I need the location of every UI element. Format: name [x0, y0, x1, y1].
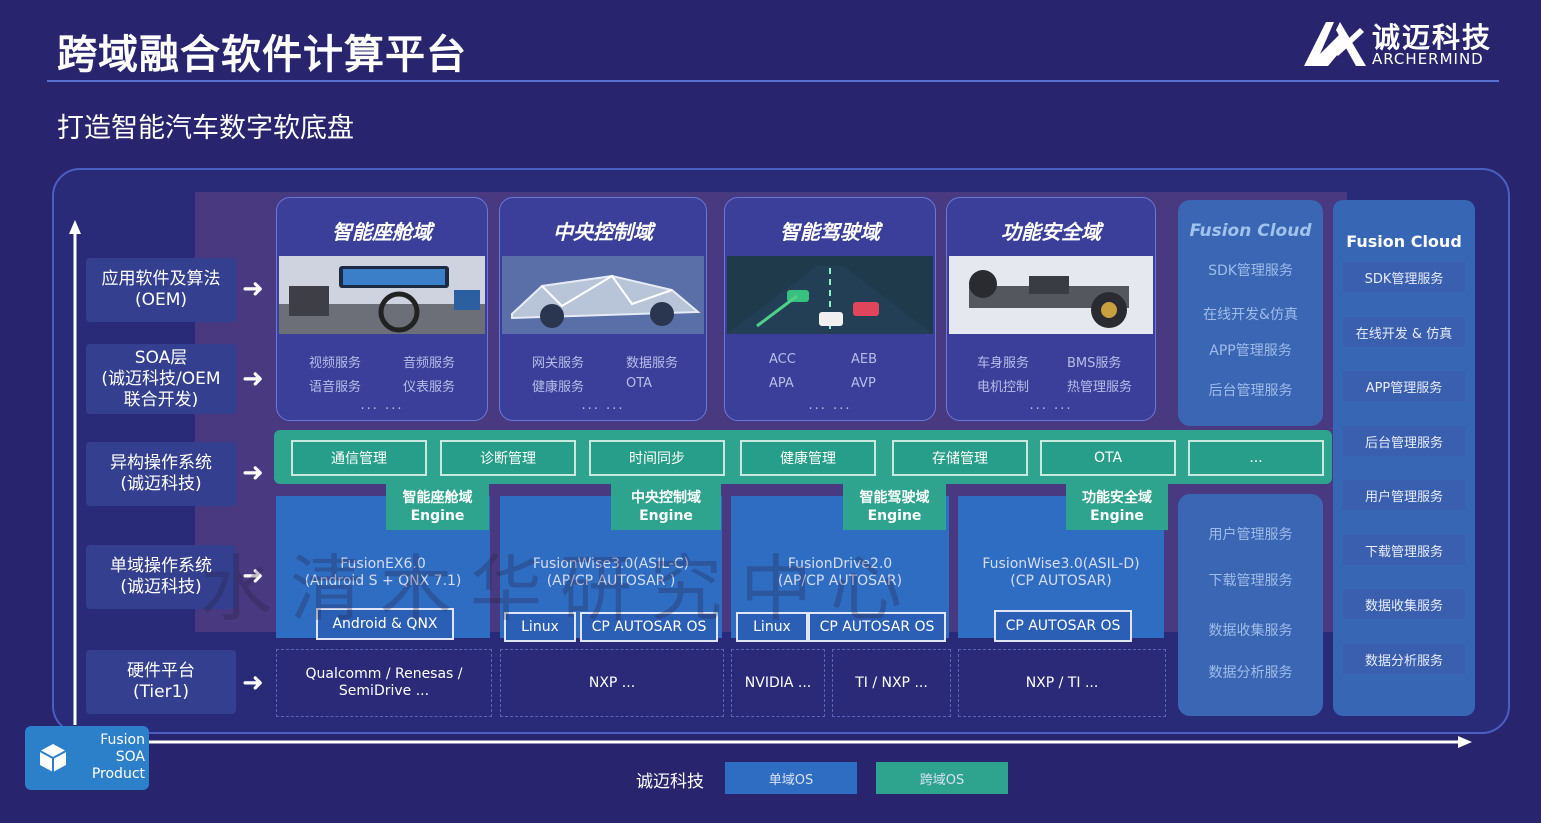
- cloud-service: 用户管理服务: [1343, 480, 1465, 510]
- more-dots: ... ...: [277, 398, 487, 413]
- engine-safety: 功能安全域 Engine: [1066, 484, 1168, 530]
- car-frame-image: [502, 256, 704, 334]
- service-label: 数据服务: [626, 352, 678, 371]
- cloud-title: Fusion Cloud: [1178, 221, 1323, 241]
- domain-title: 功能安全域: [947, 216, 1155, 245]
- more-dots: ... ...: [947, 398, 1155, 413]
- arrow-right-icon: ➜: [242, 458, 264, 488]
- middleware-ota: OTA: [1040, 440, 1176, 476]
- cloud-service: 后台管理服务: [1343, 426, 1465, 456]
- service-label: 音频服务: [403, 352, 455, 371]
- cloud-service: 数据收集服务: [1178, 620, 1323, 640]
- cloud-service: 下载管理服务: [1178, 570, 1323, 590]
- domain-central-control: 中央控制域 网关服务 数据服务 健康服务 OTA ... ...: [499, 197, 707, 421]
- more-dots: ... ...: [500, 398, 706, 413]
- service-label: 电机控制: [977, 376, 1029, 395]
- cube-icon: [37, 742, 69, 774]
- service-label: AVP: [851, 376, 876, 391]
- engine-cockpit: 智能座舱域 Engine: [386, 484, 489, 530]
- chassis-image: [949, 256, 1153, 334]
- service-label: OTA: [626, 376, 652, 391]
- domain-cockpit: 智能座舱域 视频服务 音频服务 语音服务 仪表服务 ... ...: [276, 197, 488, 421]
- domain-functional-safety: 功能安全域 车身服务 BMS服务 电机控制 热管理服务 ... ...: [946, 197, 1156, 421]
- service-label: 热管理服务: [1067, 376, 1132, 395]
- hardware-driving-ti: TI / NXP ...: [832, 649, 951, 717]
- os-chip-cp-autosar: CP AUTOSAR OS: [994, 610, 1132, 642]
- adas-image: [727, 256, 933, 334]
- hardware-cockpit: Qualcomm / Renesas / SemiDrive ...: [276, 649, 492, 717]
- row-label-soa: SOA层 (诚迈科技/OEM 联合开发): [86, 344, 236, 414]
- engine-driving: 智能驾驶域 Engine: [843, 484, 946, 530]
- more-dots: ... ...: [725, 398, 935, 413]
- fusion-cloud-panel: Fusion Cloud SDK管理服务 在线开发 & 仿真 APP管理服务 后…: [1333, 200, 1475, 716]
- cloud-service: 在线开发&仿真: [1178, 304, 1323, 324]
- archermind-logo-icon: [1300, 14, 1370, 72]
- cloud-service: APP管理服务: [1178, 340, 1323, 360]
- domain-autonomous-driving: 智能驾驶域 ACC AEB APA AVP ... ...: [724, 197, 936, 421]
- middleware-comm: 通信管理: [291, 440, 427, 476]
- cloud-service: SDK管理服务: [1343, 262, 1465, 292]
- title-divider: [47, 80, 1499, 82]
- service-label: 车身服务: [977, 352, 1029, 371]
- watermark-text: 水清木华研究中心: [200, 530, 920, 635]
- page-subtitle: 打造智能汽车数字软底盘: [57, 106, 354, 145]
- cloud-service: 数据分析服务: [1178, 662, 1323, 682]
- middleware-health: 健康管理: [740, 440, 876, 476]
- arrow-right-icon: ➜: [242, 274, 264, 304]
- product-label: Fusion SOA Product: [77, 732, 145, 783]
- domain-title: 智能驾驶域: [725, 216, 935, 245]
- engine-central: 中央控制域 Engine: [611, 484, 721, 530]
- service-label: AEB: [851, 352, 877, 367]
- cloud-service: 用户管理服务: [1178, 524, 1323, 544]
- single-os-text: FusionWise3.0(ASIL-D) (CP AUTOSAR): [958, 556, 1164, 590]
- legend-single-os: 单域OS: [725, 762, 857, 794]
- middleware-more: ...: [1188, 440, 1324, 476]
- cloud-service: 后台管理服务: [1178, 380, 1323, 400]
- middleware-time-sync: 时间同步: [589, 440, 725, 476]
- cloud-service: 数据分析服务: [1343, 644, 1465, 674]
- domain-title: 中央控制域: [500, 216, 706, 245]
- domain-title: 智能座舱域: [277, 216, 487, 245]
- hardware-safety: NXP / TI ...: [958, 649, 1166, 717]
- service-label: 健康服务: [532, 376, 584, 395]
- service-label: 视频服务: [309, 352, 361, 371]
- cockpit-image: [279, 256, 485, 334]
- service-label: BMS服务: [1067, 352, 1121, 371]
- service-label: 语音服务: [309, 376, 361, 395]
- arrow-right-icon: ➜: [242, 668, 264, 698]
- hardware-driving-nvidia: NVIDIA ...: [731, 649, 825, 717]
- page-title: 跨域融合软件计算平台: [57, 22, 467, 80]
- fusion-cloud-panel-bottom: 用户管理服务 下载管理服务 数据收集服务 数据分析服务: [1178, 494, 1323, 716]
- legend-cross-os: 跨域OS: [876, 762, 1008, 794]
- service-label: 网关服务: [532, 352, 584, 371]
- logo-en-text: ARCHERMIND: [1372, 50, 1484, 68]
- cloud-service: APP管理服务: [1343, 371, 1465, 401]
- service-label: ACC: [769, 352, 796, 367]
- fusion-soa-product-badge: Fusion SOA Product: [25, 726, 149, 790]
- cloud-service: SDK管理服务: [1178, 260, 1323, 280]
- row-label-hardware: 硬件平台 (Tier1): [86, 650, 236, 714]
- fusion-cloud-panel-top: Fusion Cloud SDK管理服务 在线开发&仿真 APP管理服务 后台管…: [1178, 200, 1323, 426]
- arrow-right-icon: ➜: [242, 364, 264, 394]
- middleware-storage: 存储管理: [892, 440, 1028, 476]
- archermind-logo: 诚迈科技 ARCHERMIND: [1300, 14, 1500, 74]
- service-label: APA: [769, 376, 794, 391]
- cloud-service: 数据收集服务: [1343, 589, 1465, 619]
- cloud-title: Fusion Cloud: [1333, 232, 1475, 251]
- legend-label: 诚迈科技: [636, 767, 704, 792]
- cloud-service: 下载管理服务: [1343, 535, 1465, 565]
- service-label: 仪表服务: [403, 376, 455, 395]
- horizontal-axis-arrow: [70, 732, 1475, 752]
- middleware-diag: 诊断管理: [440, 440, 576, 476]
- hardware-central: NXP ...: [500, 649, 724, 717]
- row-label-app: 应用软件及算法 (OEM): [86, 258, 236, 322]
- row-label-hetero-os: 异构操作系统 (诚迈科技): [86, 442, 236, 506]
- cloud-service: 在线开发 & 仿真: [1343, 317, 1465, 347]
